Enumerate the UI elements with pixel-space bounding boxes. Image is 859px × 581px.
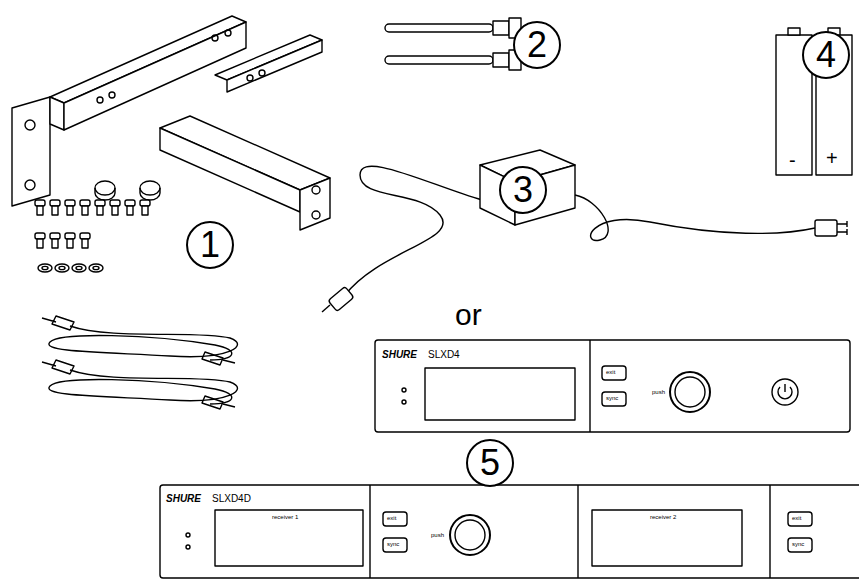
brand-logo: SHURE <box>166 494 201 504</box>
power-supply <box>322 150 847 312</box>
washer <box>89 264 103 272</box>
slxd4-receiver <box>375 340 850 432</box>
button-label: sync <box>606 395 618 401</box>
batteries <box>776 28 852 175</box>
screw <box>80 233 90 248</box>
screw <box>125 200 135 215</box>
button-label: exit <box>606 369 615 375</box>
slxd4d-receiver <box>160 485 859 578</box>
screw <box>35 200 45 215</box>
rubber-feet <box>95 181 160 200</box>
callout-circle: 2 <box>513 21 561 69</box>
button-label: push <box>431 532 444 538</box>
callout-number: 4 <box>816 37 836 73</box>
screw <box>50 233 60 248</box>
polarity-sign: + <box>826 148 838 168</box>
button-label: sync <box>387 541 399 547</box>
bnc-cables <box>42 316 238 409</box>
callout-circle: 1 <box>186 221 234 269</box>
model-name: SLXD4 <box>428 350 460 360</box>
button-label: push <box>652 389 665 395</box>
screw <box>65 200 75 215</box>
screw <box>65 233 75 248</box>
screw <box>50 200 60 215</box>
callout-circle: 4 <box>802 31 850 79</box>
washer <box>55 264 69 272</box>
model-name: SLXD4D <box>212 494 251 504</box>
screw <box>35 233 45 248</box>
callout-number: 1 <box>200 227 220 263</box>
screw <box>140 200 150 215</box>
polarity-sign: - <box>789 150 796 170</box>
screw <box>110 200 120 215</box>
display-label: receiver 1 <box>272 514 298 520</box>
conjunction-text: or <box>455 300 482 330</box>
screw <box>95 200 105 215</box>
callout-number: 3 <box>513 172 533 208</box>
antennas <box>385 18 521 70</box>
callout-circle: 5 <box>466 439 514 487</box>
button-label: exit <box>387 515 396 521</box>
brand-logo: SHURE <box>382 350 417 360</box>
screws <box>35 200 150 272</box>
callout-circle: 3 <box>499 166 547 214</box>
callout-number: 5 <box>480 445 500 481</box>
button-label: exit <box>792 515 801 521</box>
screw <box>80 200 90 215</box>
washer <box>38 264 52 272</box>
button-label: sync <box>792 541 804 547</box>
rack-bracket <box>12 16 330 230</box>
washer <box>72 264 86 272</box>
display-label: receiver 2 <box>650 514 676 520</box>
callout-number: 2 <box>527 27 547 63</box>
